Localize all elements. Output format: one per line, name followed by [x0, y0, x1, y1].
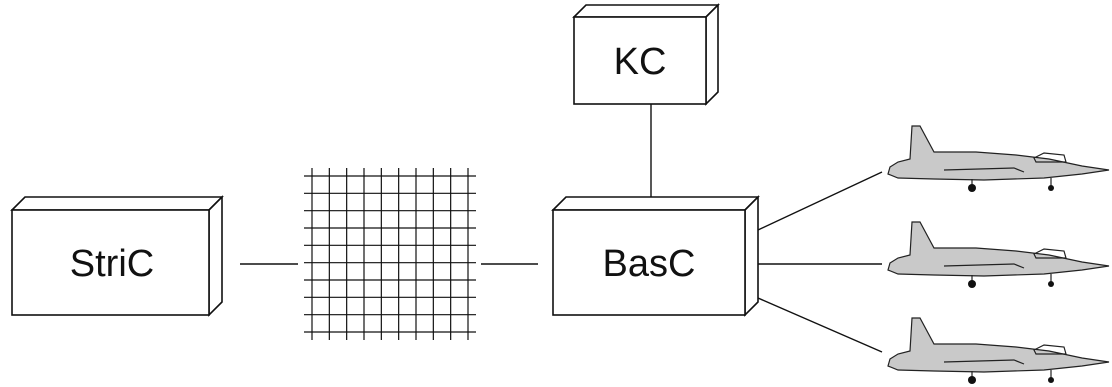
- aircraft-group: [887, 125, 1110, 384]
- grid-network-icon: [304, 168, 476, 340]
- aircraft-wing: [943, 359, 1025, 365]
- basc-label: BasC: [603, 243, 696, 285]
- fighter-jet-icon: [887, 221, 1110, 288]
- stric-node: StriC: [10, 195, 224, 317]
- aircraft-nose-wheel: [1048, 281, 1054, 287]
- stric-label: StriC: [70, 243, 154, 285]
- fighter-jet-icon: [887, 317, 1110, 384]
- aircraft-canopy: [1033, 344, 1067, 355]
- kc-node: KC: [572, 3, 720, 106]
- aircraft-canopy: [1033, 152, 1067, 163]
- aircraft-wing: [943, 263, 1025, 269]
- aircraft-fuselage: [887, 221, 1110, 277]
- aircraft-main-wheel: [968, 184, 976, 192]
- fighter-jet-icon: [887, 125, 1110, 192]
- aircraft-fuselage: [887, 125, 1110, 181]
- aircraft-canopy: [1033, 248, 1067, 259]
- aircraft-main-wheel: [968, 376, 976, 384]
- aircraft-fuselage: [887, 317, 1110, 373]
- aircraft-nose-wheel: [1048, 377, 1054, 383]
- aircraft-main-wheel: [968, 280, 976, 288]
- kc-label: KC: [614, 41, 667, 83]
- aircraft-nose-wheel: [1048, 185, 1054, 191]
- basc-aircraft-3-link: [757, 297, 883, 353]
- basc-node: BasC: [551, 195, 760, 317]
- aircraft-wing: [943, 167, 1025, 173]
- basc-aircraft-1-link: [757, 171, 883, 231]
